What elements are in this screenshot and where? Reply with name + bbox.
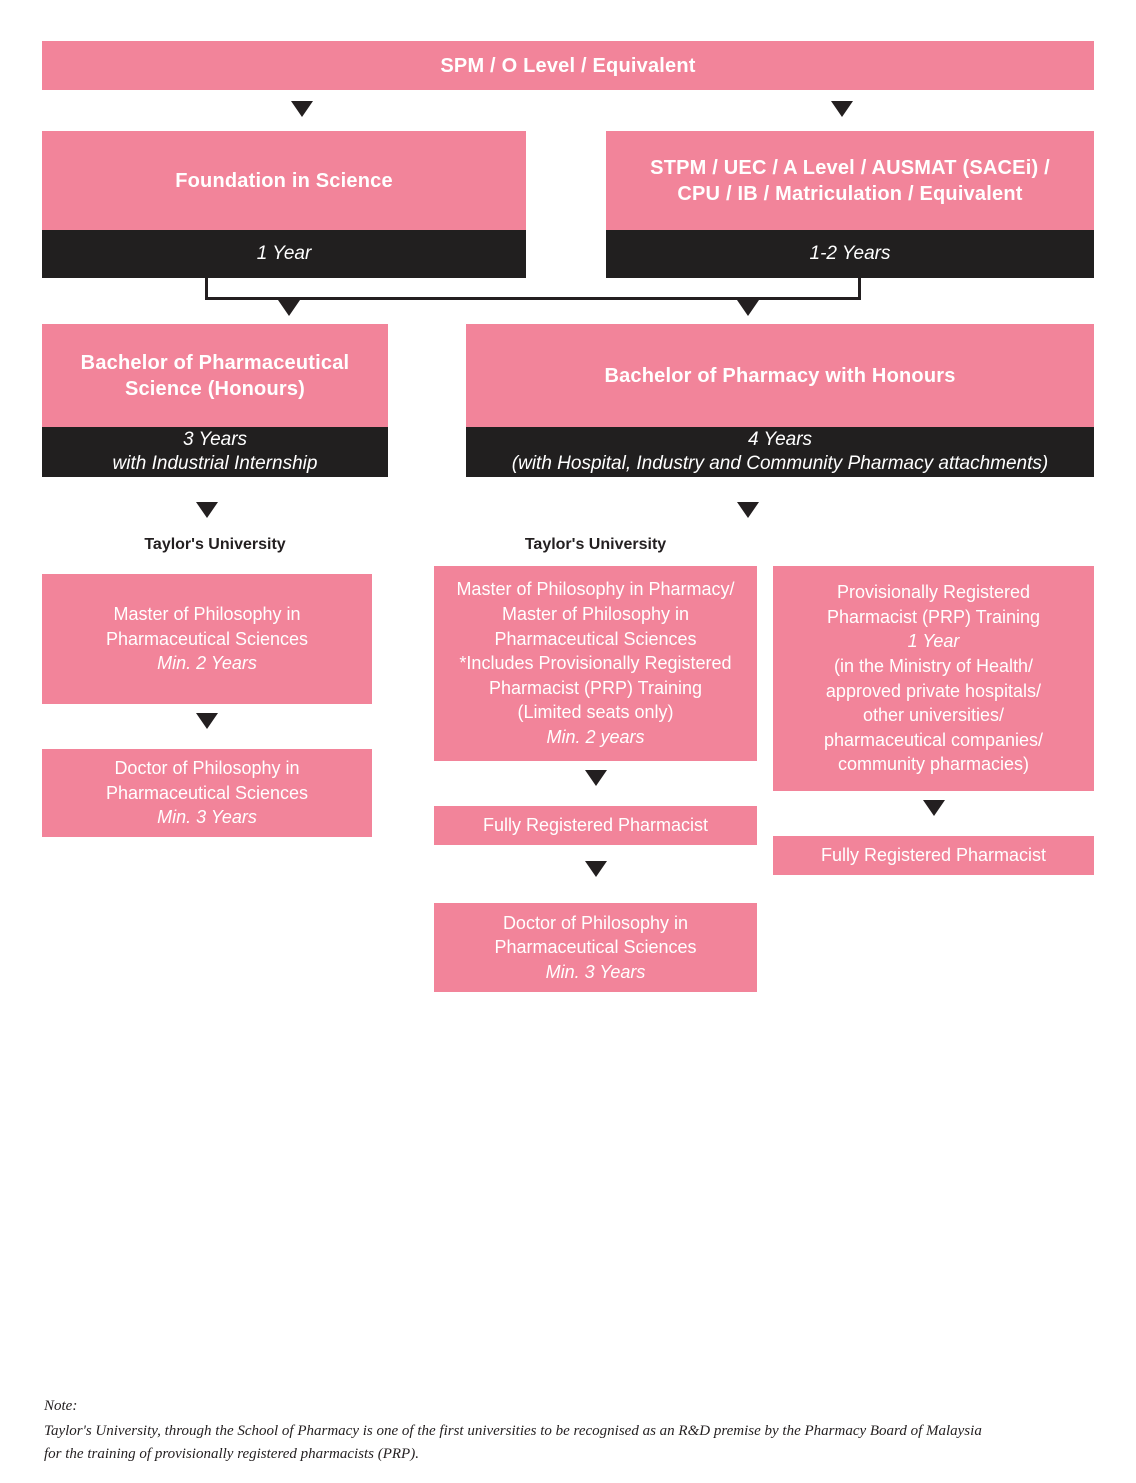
node-mphil-line2: Pharmaceutical Sciences [105, 628, 309, 649]
node-bachelor-pharmaceutical-science-line1: Bachelor of Pharmaceutical [80, 351, 350, 374]
arrow-mphil-to-phd-left [196, 713, 218, 729]
duration-line1: 4 Years [747, 429, 813, 451]
arrow-mphil-to-registered-mid [585, 770, 607, 786]
node-mphil-prp-line1: Master of Philosophy in Pharmacy/ [456, 579, 735, 600]
arrow-entry-to-preu [831, 101, 853, 117]
node-phd-mid-line1: Doctor of Philosophy in [502, 912, 689, 933]
arrow-to-bachelor-pharmacy [737, 300, 759, 316]
node-preu-qualifications-line1: STPM / UEC / A Level / AUSMAT (SACEi) / [650, 156, 1050, 179]
node-entry-qualification-label: SPM / O Level / Equivalent [440, 54, 696, 77]
duration-line2: with Industrial Internship [112, 453, 318, 474]
node-bachelor-pharmacy-honours-label: Bachelor of Pharmacy with Honours [604, 364, 956, 387]
node-mphil-pharmacy-with-prp[interactable]: Master of Philosophy in Pharmacy/ Master… [434, 566, 757, 761]
node-prp-line6: other universities/ [862, 705, 1005, 726]
connector-right-stub [858, 278, 861, 300]
node-mphil-prp-line3: Pharmaceutical Sciences [494, 628, 697, 649]
node-mphil-line1: Master of Philosophy in [113, 604, 301, 625]
arrow-registered-to-phd-mid [585, 861, 607, 877]
label-taylors-university-left: Taylor's University [144, 536, 286, 553]
node-bachelor-pharmaceutical-science-line2: Science (Honours) [124, 377, 306, 400]
node-foundation-in-science[interactable]: Foundation in Science [42, 131, 526, 230]
node-bachelor-pharmacy-honours[interactable]: Bachelor of Pharmacy with Honours [466, 324, 1094, 427]
node-foundation-in-science-label: Foundation in Science [175, 169, 393, 192]
node-mphil-prp-line4: *Includes Provisionally Registered [459, 653, 732, 674]
node-fully-registered-pharmacist-right[interactable]: Fully Registered Pharmacist [773, 836, 1094, 875]
node-fully-registered-pharmacist-mid[interactable]: Fully Registered Pharmacist [434, 806, 757, 845]
node-prp-duration: 1 Year [907, 631, 960, 652]
node-phd-line2: Pharmaceutical Sciences [105, 782, 309, 803]
node-preu-duration: 1-2 Years [606, 230, 1094, 278]
node-fully-registered-pharmacist-mid-label: Fully Registered Pharmacist [482, 815, 709, 836]
node-mphil-duration: Min. 2 Years [157, 653, 257, 674]
node-foundation-duration-label: 1 Year [256, 243, 312, 265]
node-mphil-prp-line2: Master of Philosophy in [501, 603, 690, 624]
node-mphil-pharmaceutical-sciences[interactable]: Master of Philosophy in Pharmaceutical S… [42, 574, 372, 704]
node-prp-training[interactable]: Provisionally Registered Pharmacist (PRP… [773, 566, 1094, 791]
node-prp-line7: pharmaceutical companies/ [823, 729, 1044, 750]
node-prp-line4: (in the Ministry of Health/ [833, 655, 1034, 676]
node-mphil-prp-line6: (Limited seats only) [517, 702, 674, 723]
node-mphil-prp-line5: Pharmacist (PRP) Training [488, 677, 703, 698]
node-prp-line1: Provisionally Registered [836, 581, 1031, 602]
node-mphil-prp-duration: Min. 2 years [546, 727, 645, 748]
node-phd-pharmaceutical-sciences-mid[interactable]: Doctor of Philosophy in Pharmaceutical S… [434, 903, 757, 992]
node-preu-qualifications[interactable]: STPM / UEC / A Level / AUSMAT (SACEi) / … [606, 131, 1094, 230]
node-phd-duration: Min. 3 Years [157, 807, 257, 828]
footer-note-body: Taylor's University, through the School … [44, 1423, 982, 1463]
arrow-to-bachelor-pharmaceutical-science [278, 300, 300, 316]
node-prp-line2: Pharmacist (PRP) Training [826, 606, 1041, 627]
footer-note-label: Note: [44, 1398, 78, 1414]
node-bachelor-pharmaceutical-science[interactable]: Bachelor of Pharmaceutical Science (Hono… [42, 324, 388, 427]
node-preu-duration-label: 1-2 Years [809, 243, 891, 265]
node-entry-qualification[interactable]: SPM / O Level / Equivalent [42, 41, 1094, 90]
arrow-prp-to-registered-right [923, 800, 945, 816]
label-taylors-university-mid: Taylor's University [524, 536, 667, 553]
node-preu-qualifications-line2: CPU / IB / Matriculation / Equivalent [677, 182, 1023, 205]
arrow-entry-to-foundation [291, 101, 313, 117]
node-bachelor-pharmaceutical-science-duration: 3 Years with Industrial Internship [42, 427, 388, 477]
node-bachelor-pharmacy-honours-duration: 4 Years (with Hospital, Industry and Com… [466, 427, 1094, 477]
node-phd-pharmaceutical-sciences-left[interactable]: Doctor of Philosophy in Pharmaceutical S… [42, 749, 372, 837]
arrow-to-taylors-left [196, 502, 218, 518]
node-prp-line5: approved private hospitals/ [825, 680, 1042, 701]
duration-line1: 3 Years [182, 429, 248, 451]
node-phd-mid-line2: Pharmaceutical Sciences [494, 937, 697, 958]
node-phd-line1: Doctor of Philosophy in [114, 758, 300, 779]
arrow-to-taylors-mid [737, 502, 759, 518]
duration-line2: (with Hospital, Industry and Community P… [511, 453, 1049, 474]
node-prp-line8: community pharmacies) [837, 754, 1030, 775]
node-phd-mid-duration: Min. 3 Years [545, 961, 646, 982]
node-foundation-duration: 1 Year [42, 230, 526, 278]
node-fully-registered-pharmacist-right-label: Fully Registered Pharmacist [820, 845, 1047, 866]
connector-crossbar [205, 297, 861, 300]
connector-left-stub [205, 278, 208, 300]
